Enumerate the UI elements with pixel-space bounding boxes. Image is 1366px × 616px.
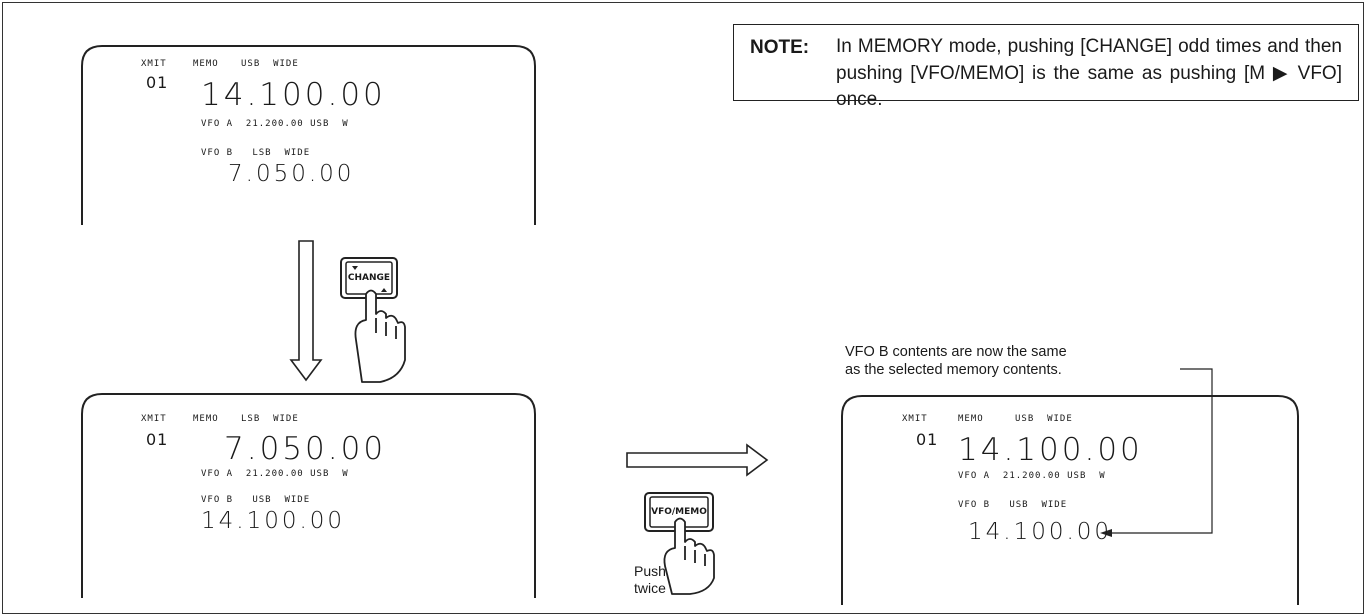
main-frequency: 14.100.00 [958,432,1143,468]
change-key-label: CHANGE [347,273,391,283]
hand-icon-vfo-memo [663,517,715,595]
display-outline-after-change [81,393,536,598]
callout-caption-line1: VFO B contents are now the same [845,344,1067,360]
down-arrow [289,240,323,382]
callout-line [1112,368,1213,534]
callout-caption-line2: as the selected memory contents. [845,362,1062,378]
callout-arrowhead [1100,529,1112,537]
vfo-b-frequency: 14.100.00 [968,519,1113,545]
vfo-a-readout: VFO A 21.200.00 USB W [958,471,1106,481]
main-frequency: 14.100.00 [201,77,386,113]
vfo-memo-key-icon [644,492,714,532]
memo-indicator: MEMO [193,414,219,424]
vfo-b-frequency: 14.100.00 [201,508,346,534]
memo-indicator: MEMO [958,414,984,424]
vfo-b-mode-readout: VFO B USB WIDE [958,500,1068,510]
note-label: NOTE: [750,37,810,58]
memo-indicator: MEMO [193,59,219,69]
push-twice-label: Push twice [634,563,666,596]
memory-channel-number: 01 [146,430,169,449]
xmit-indicator: XMIT [141,414,167,424]
vfo-a-readout: VFO A 21.200.00 USB W [201,469,349,479]
right-arrow [626,443,769,477]
mode-indicator: LSB WIDE [241,414,299,424]
note-box: NOTE: In MEMORY mode, pushing [CHANGE] o… [733,24,1359,110]
xmit-indicator: XMIT [902,414,928,424]
vfo-b-frequency: 7.050.00 [228,161,355,187]
xmit-indicator: XMIT [141,59,167,69]
memory-channel-number: 01 [916,430,939,449]
memory-channel-number: 01 [146,73,169,92]
change-key-icon [340,257,398,299]
note-text: In MEMORY mode, pushing [CHANGE] odd tim… [836,36,1342,110]
display-outline-initial [81,45,536,225]
hand-icon-change [354,289,406,383]
mode-indicator: USB WIDE [1015,414,1073,424]
vfo-b-mode-readout: VFO B USB WIDE [201,495,311,505]
main-frequency: 7.050.00 [224,431,387,467]
mode-indicator: USB WIDE [241,59,299,69]
vfo-a-readout: VFO A 21.200.00 USB W [201,119,349,129]
display-outline-after-vfo-memo [841,395,1299,605]
vfo-b-mode-readout: VFO B LSB WIDE [201,148,311,158]
vfo-memo-key-label: VFO∕MEMO [651,507,707,517]
